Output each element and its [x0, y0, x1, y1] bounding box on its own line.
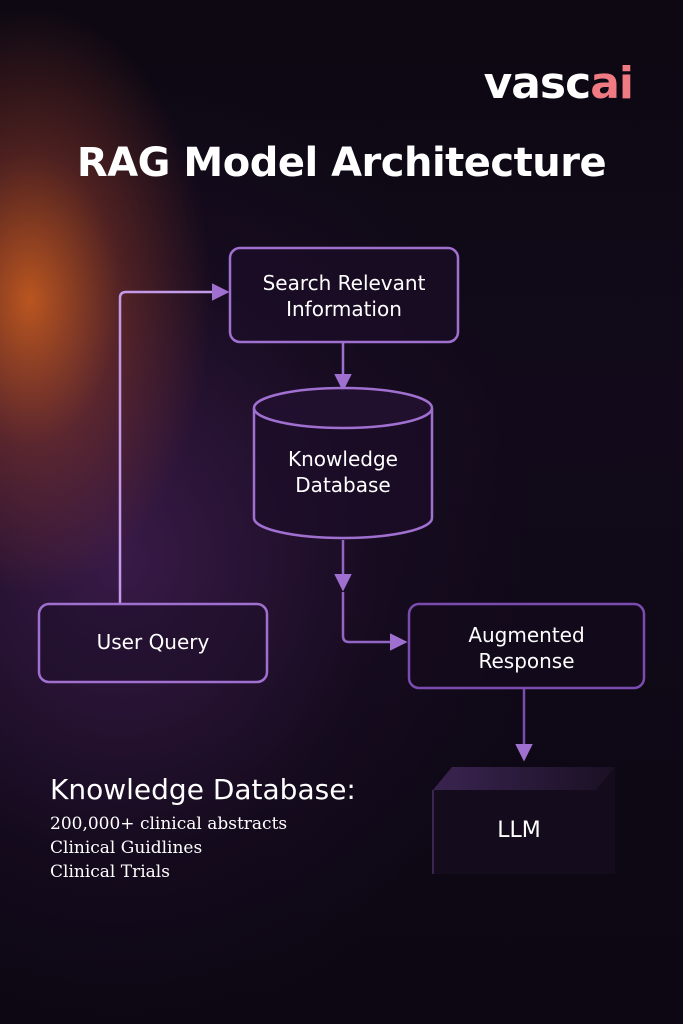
knowledge-info-item: Clinical Guidlines	[50, 838, 203, 858]
connector-database-to-augmented	[341, 540, 404, 642]
database-node-line2: Database	[295, 473, 391, 497]
search-node-label: Search Relevant Information	[230, 270, 458, 322]
database-node-label: Knowledge Database	[254, 446, 432, 498]
database-node-line1: Knowledge	[288, 447, 398, 471]
logo-text-accent: ai	[590, 58, 634, 109]
search-node-box	[228, 246, 460, 344]
knowledge-info-item: 200,000+ clinical abstracts	[50, 814, 288, 834]
augmented-node-line2: Response	[478, 649, 575, 673]
logo-text-main: vasc	[483, 58, 592, 109]
knowledge-info: Knowledge Database: 200,000+ clinical ab…	[50, 773, 356, 884]
search-node-line1: Search Relevant	[262, 271, 426, 295]
search-node-line2: Information	[286, 297, 402, 321]
vascai-logo: vascai	[484, 62, 634, 106]
database-node-cylinder	[252, 386, 434, 540]
connector-query-to-search	[118, 283, 230, 604]
page-title: RAG Model Architecture	[76, 140, 607, 186]
knowledge-info-item: Clinical Trials	[50, 862, 170, 882]
augmented-node-line1: Augmented	[468, 623, 585, 647]
user-query-node-box	[37, 602, 269, 684]
llm-node-block	[432, 767, 615, 874]
user-query-node-label: User Query	[96, 630, 210, 654]
llm-node-label: LLM	[497, 818, 541, 843]
knowledge-info-heading: Knowledge Database:	[50, 773, 356, 806]
augmented-node-box	[407, 602, 646, 690]
augmented-node-label: Augmented Response	[409, 622, 644, 674]
